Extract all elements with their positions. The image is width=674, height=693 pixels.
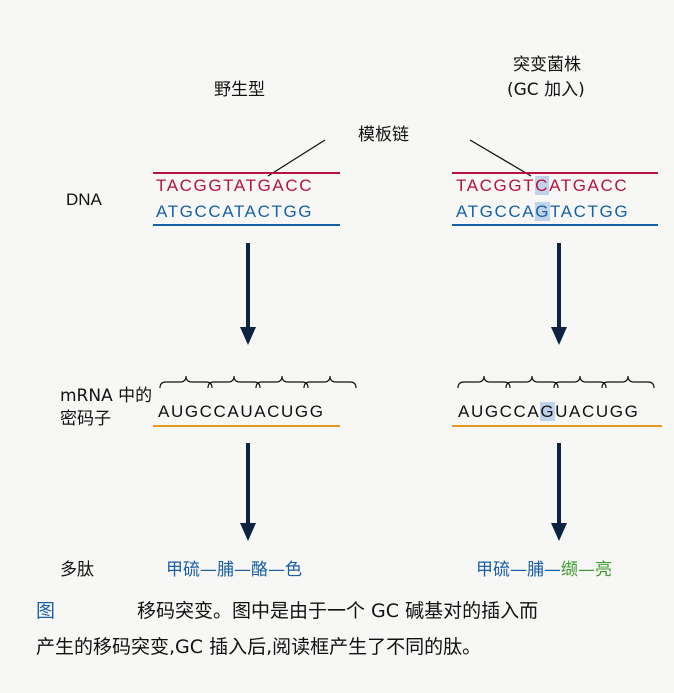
figure-caption-line2: 产生的移码突变,GC 插入后,阅读框产生了不同的肽。 <box>36 636 482 658</box>
mutant-arrowhead-1 <box>551 327 567 345</box>
mutant-subtitle: (GC 加入) <box>507 80 585 100</box>
wild-arrowhead-2 <box>240 523 256 541</box>
wild-mrna-underline <box>153 425 340 427</box>
wild-mrna-sequence: AUGCCAUACUGG <box>158 402 325 421</box>
mrna-label-line1: mRNA 中的 <box>60 386 153 406</box>
inserted-c: C <box>535 176 550 195</box>
amino-acid: 色 <box>285 560 302 580</box>
template-strand-label: 模板链 <box>358 125 409 145</box>
pointer-line-wild-type <box>267 139 326 177</box>
amino-acid: 甲硫 <box>166 560 200 580</box>
mutant-mrna-sequence: AUGCCAGUACUGG <box>458 402 640 421</box>
mutant-template-strand: TACGGTCATGACC <box>456 176 629 195</box>
mutant-coding-strand: ATGCCAGTACTGG <box>456 202 630 221</box>
mutant-template-overline <box>452 172 658 174</box>
amino-acid-changed: 缬 <box>561 560 578 580</box>
mutant-codon-braces <box>457 375 655 389</box>
wild-template-overline <box>153 172 340 174</box>
mrna-label-line2: 密码子 <box>60 409 111 429</box>
amino-acid-changed: 亮 <box>595 560 612 580</box>
amino-acid: 脯 <box>217 560 234 580</box>
wild-type-title: 野生型 <box>214 80 265 100</box>
figure-tag: 图 <box>36 600 56 622</box>
wild-peptide: 甲硫—脯—酪—色 <box>166 560 302 580</box>
peptide-label: 多肽 <box>60 560 94 580</box>
mutant-mrna-underline <box>452 425 662 427</box>
mutant-coding-underline <box>452 224 658 226</box>
wild-arrowhead-1 <box>240 327 256 345</box>
amino-acid: 脯 <box>527 560 544 580</box>
inserted-g: G <box>535 202 551 221</box>
wild-coding-underline <box>153 224 340 226</box>
amino-acid: 酪 <box>251 560 268 580</box>
inserted-g-mrna: G <box>540 402 556 421</box>
pointer-line-mutant <box>469 139 532 177</box>
mutant-peptide: 甲硫—脯—缬—亮 <box>476 560 612 580</box>
wild-codon-braces <box>159 375 357 389</box>
dna-label: DNA <box>66 190 102 209</box>
amino-acid: 甲硫 <box>476 560 510 580</box>
mutant-title: 突变菌株 <box>513 55 581 75</box>
wild-coding-strand: ATGCCATACTGG <box>156 202 314 221</box>
wild-template-strand: TACGGTATGACC <box>156 176 314 195</box>
mutant-arrowhead-2 <box>551 523 567 541</box>
figure-caption-line1: 图移码突变。图中是由于一个 GC 碱基对的插入而 <box>36 600 539 622</box>
